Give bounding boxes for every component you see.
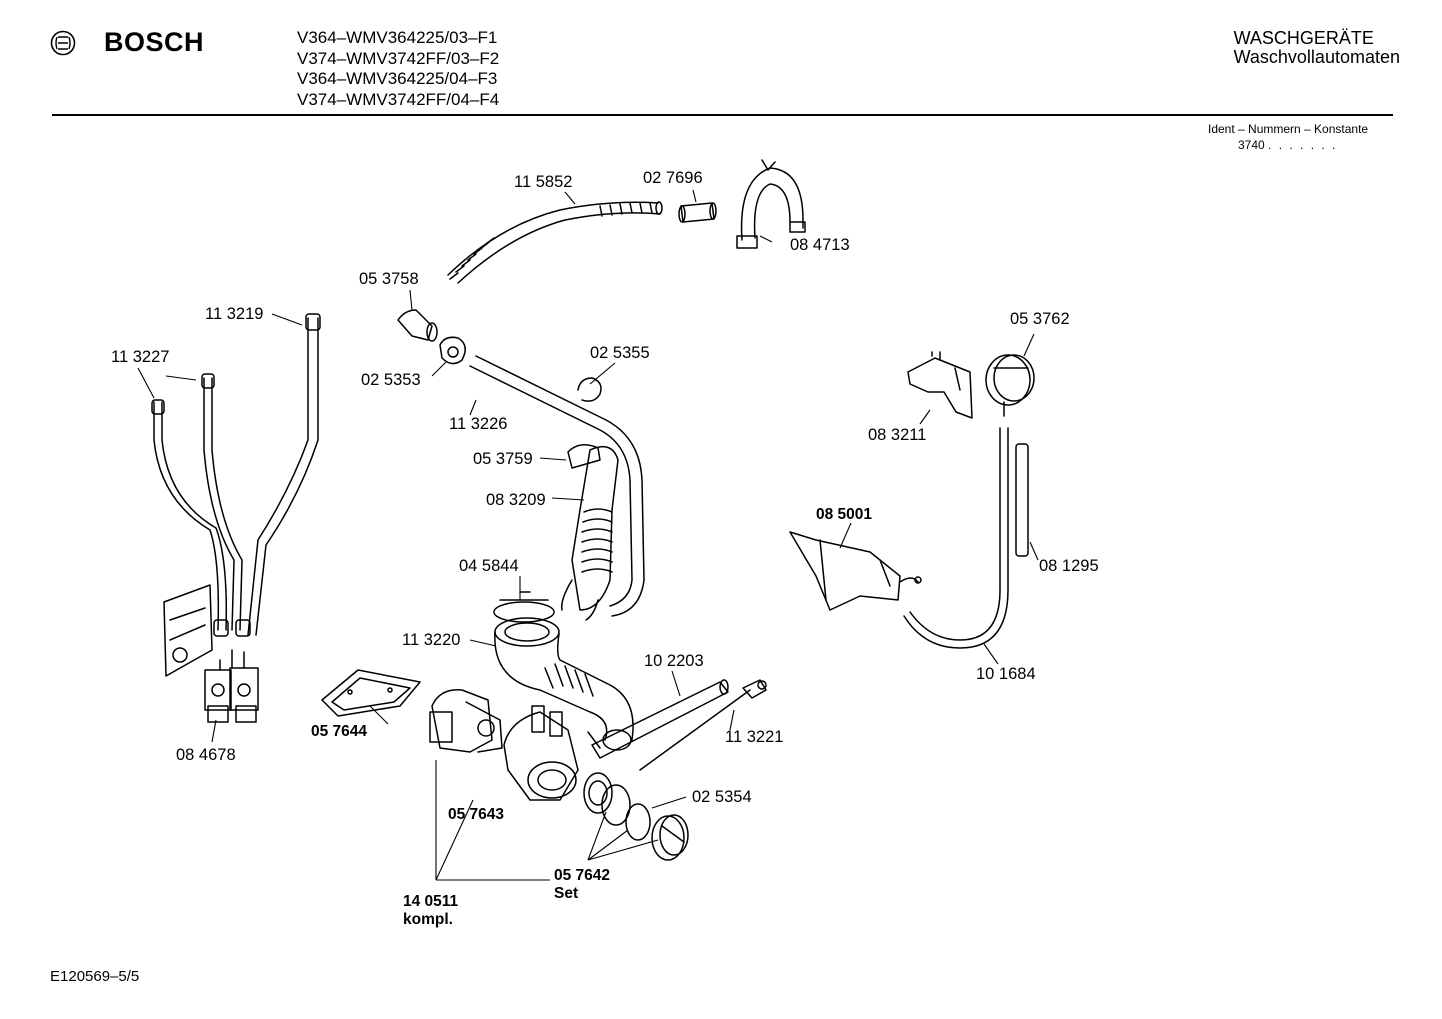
model-line: V374–WMV3742FF/04–F4	[297, 89, 500, 109]
part-label: 02 5354	[692, 788, 752, 806]
model-list: V364–WMV364225/03–F1 V374–WMV3742FF/03–F…	[297, 28, 499, 110]
corrugated-hose-drawing	[447, 201, 663, 284]
part-label: 11 3220	[402, 631, 461, 649]
part-label: 05 7642	[554, 867, 611, 884]
pressure-tube-drawing	[639, 679, 767, 771]
ident-block: Ident – Nummern – Konstante 3740 . . . .…	[1208, 121, 1368, 153]
part-label: 05 7643	[448, 806, 505, 823]
hose-bend-drawing	[736, 159, 806, 249]
part-label: 05 7644	[311, 723, 368, 740]
bellows-drawing	[560, 445, 619, 621]
part-label: 10 1684	[976, 665, 1036, 683]
ident-dots: . . . . . . .	[1268, 138, 1338, 152]
model-line: V374–WMV3742FF/03–F2	[297, 48, 500, 68]
leader-lines	[137, 189, 1039, 881]
rod-drawing	[591, 679, 729, 759]
part-label: 10 2203	[644, 652, 704, 670]
hose-clip-drawing	[577, 377, 602, 402]
part-label: 05 3758	[359, 270, 419, 288]
category-block: WASCHGERÄTE Waschvollautomaten	[1234, 29, 1400, 67]
part-label: 08 4678	[176, 746, 236, 764]
part-label: 08 3209	[486, 491, 546, 509]
switch-bracket-drawing	[907, 351, 973, 419]
pressure-hose-drawing	[903, 427, 1009, 649]
part-label: 08 3211	[868, 426, 927, 444]
part-label: 02 5355	[590, 344, 650, 362]
band-clamp-drawing	[493, 591, 555, 623]
pressure-chamber-drawing	[789, 531, 922, 611]
part-label: 11 5852	[514, 173, 573, 191]
gasket-frame-drawing	[321, 669, 421, 717]
sump-hose-drawing	[494, 617, 634, 751]
tube-081295-drawing	[1015, 443, 1029, 557]
category-title: WASCHGERÄTE	[1233, 28, 1374, 48]
inlet-valve-drawing	[163, 584, 259, 723]
document-code: E120569–5/5	[50, 968, 140, 985]
brand-name: BOSCH	[104, 27, 205, 57]
model-line: V364–WMV364225/04–F3	[297, 69, 498, 88]
inlet-hoses-drawing	[151, 313, 321, 637]
sleeve-drawing	[678, 202, 717, 223]
pump-housing-drawing	[503, 705, 579, 801]
part-sublabel: kompl.	[403, 911, 453, 928]
model-line: V364–WMV364225/03–F1	[297, 28, 498, 47]
part-label: 02 7696	[643, 169, 703, 187]
part-label: 08 5001	[816, 506, 873, 523]
part-label: 05 3762	[1010, 310, 1070, 328]
part-label: 05 3759	[473, 450, 533, 468]
bosch-logo-icon	[50, 30, 76, 56]
part-label: 08 4713	[790, 236, 850, 254]
ident-label: Ident – Nummern – Konstante	[1208, 122, 1369, 136]
ident-value: 3740	[1238, 138, 1265, 152]
pressure-switch-drawing	[985, 354, 1035, 417]
part-label: 08 1295	[1039, 557, 1099, 575]
small-clamp-drawing	[567, 444, 601, 469]
part-label: 11 3219	[205, 305, 264, 323]
part-sublabel: Set	[554, 885, 579, 902]
part-label: 14 0511	[403, 893, 459, 910]
part-label: 02 5353	[361, 371, 421, 389]
pump-motor-drawing	[429, 689, 503, 753]
part-label: 11 3227	[111, 348, 170, 366]
hose-113226-drawing	[469, 355, 645, 617]
filter-set-drawing	[583, 772, 689, 861]
clamp-drawing	[439, 336, 466, 365]
part-label: 04 5844	[459, 557, 519, 575]
elbow-drawing	[397, 309, 438, 342]
part-label: 11 3221	[725, 728, 784, 746]
header-divider	[52, 114, 1393, 116]
category-subtitle: Waschvollautomaten	[1233, 47, 1400, 67]
part-label: 11 3226	[449, 415, 508, 433]
